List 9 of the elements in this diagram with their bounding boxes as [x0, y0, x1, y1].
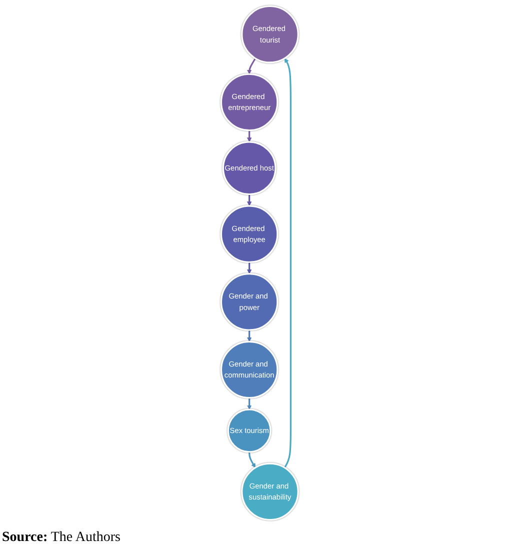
arrow — [248, 452, 256, 468]
arrow — [284, 58, 292, 468]
arrow — [247, 130, 252, 142]
arrow — [247, 262, 252, 274]
arrow — [247, 398, 252, 410]
source-caption: Source: The Authors — [2, 530, 120, 546]
arrow — [247, 330, 252, 342]
arrow — [247, 194, 252, 206]
arrow — [247, 58, 256, 74]
